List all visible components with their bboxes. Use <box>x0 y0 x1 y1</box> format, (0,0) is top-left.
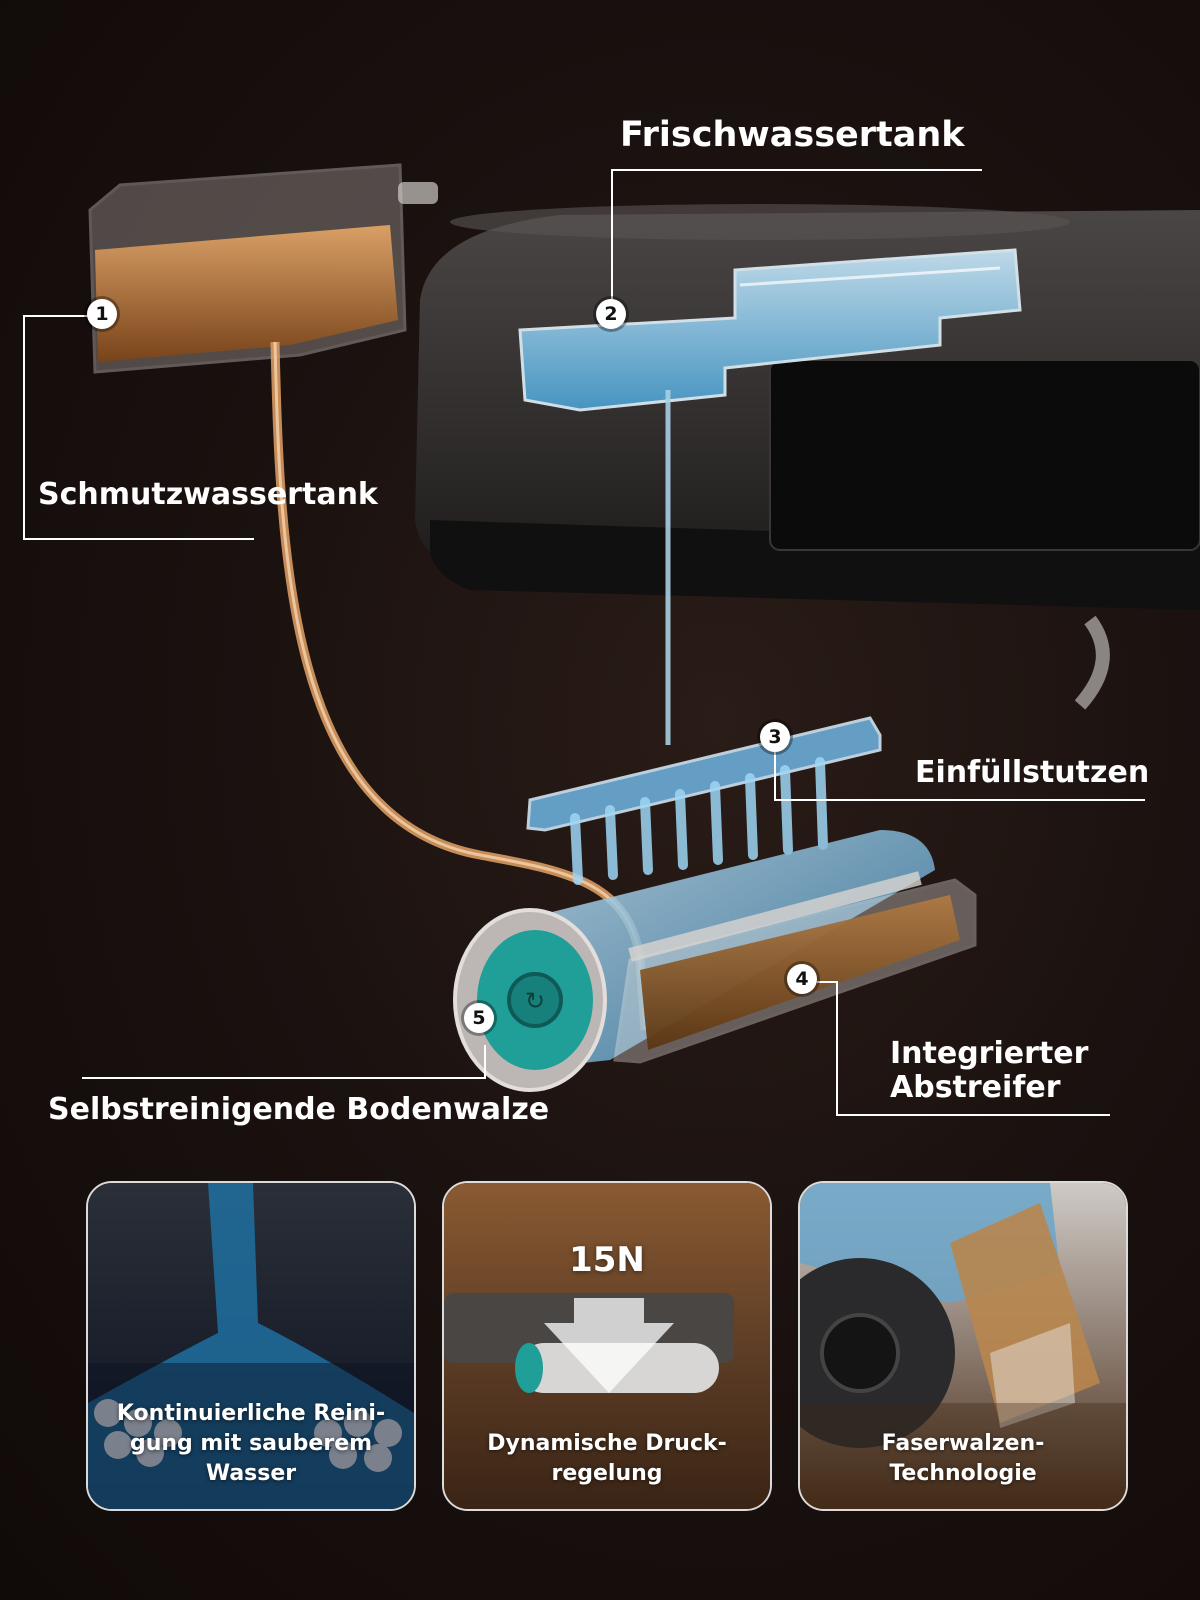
dirty-water-tank-label: Schmutzwassertank <box>38 477 378 512</box>
svg-text:↻: ↻ <box>525 987 545 1015</box>
roller-icon <box>800 1183 1126 1509</box>
inlet-nozzle-bar <box>526 716 882 885</box>
down-arrow-icon <box>444 1183 770 1509</box>
feature-text-fiber-roller: Faserwalzen- Technologie <box>881 1431 1045 1486</box>
marker-2: 2 <box>596 299 626 329</box>
dirty-water-tank <box>88 163 438 374</box>
feature-card-fiber-roller: Faserwalzen- Technologie <box>798 1181 1128 1511</box>
fresh-water-tank <box>518 248 1022 745</box>
water-wave-icon <box>88 1183 414 1509</box>
inlet-label: Einfüllstutzen <box>915 755 1150 790</box>
feature-card-pressure: 15N Dynamische Druck- regelung <box>442 1181 772 1511</box>
feature-card-clean-water: Kontinuierliche Reini- gung mit sauberem… <box>86 1181 416 1511</box>
scraper-label: Integrierter Abstreifer <box>890 1036 1089 1105</box>
fresh-water-tank-label: Frischwassertank <box>620 115 965 155</box>
marker-4: 4 <box>787 964 817 994</box>
force-value: 15N <box>569 1240 645 1280</box>
marker-1: 1 <box>87 299 117 329</box>
feature-text-pressure: Dynamische Druck- regelung <box>487 1431 727 1486</box>
roller-label: Selbstreinigende Bodenwalze <box>48 1092 550 1127</box>
leader-lines <box>23 169 1145 1116</box>
feature-text-clean-water: Kontinuierliche Reini- gung mit sauberem… <box>116 1401 386 1486</box>
marker-5: 5 <box>464 1003 494 1033</box>
marker-3: 3 <box>760 722 790 752</box>
